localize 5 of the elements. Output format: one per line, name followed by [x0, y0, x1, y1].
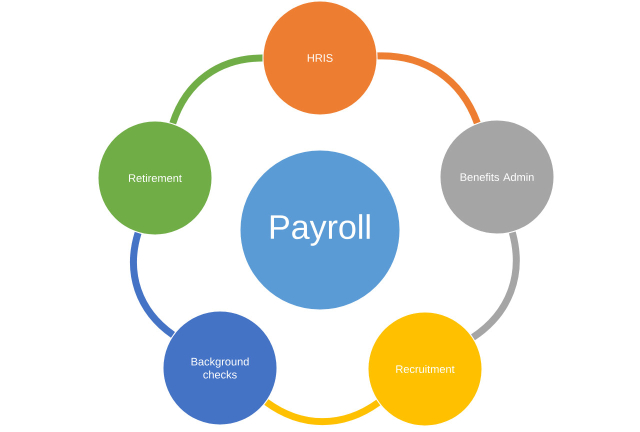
- ring-arc: [377, 52, 480, 124]
- ring-arc: [470, 232, 520, 340]
- ring-arc: [264, 399, 380, 426]
- ring-arc: [130, 232, 176, 338]
- ring-arc: [169, 54, 263, 125]
